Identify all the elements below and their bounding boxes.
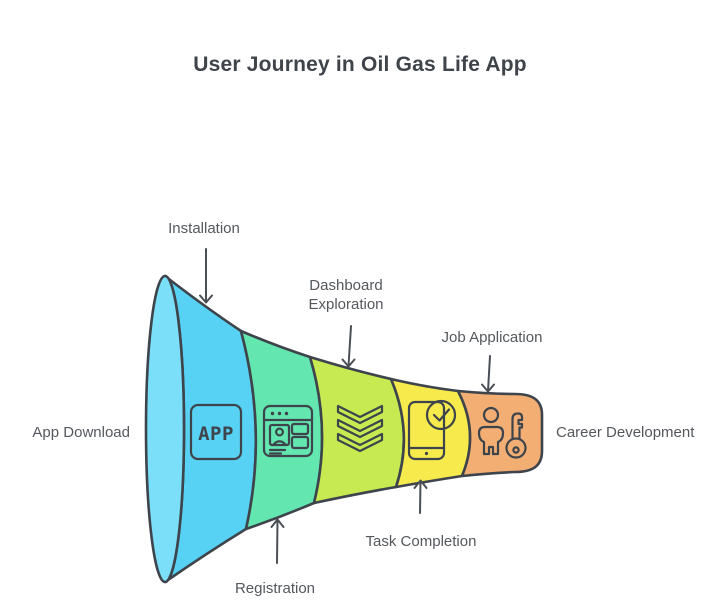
funnel-mouth-ellipse: [144, 274, 186, 584]
triple-chevron-down-icon: [336, 404, 384, 453]
arrow-dashboard-exploration: [341, 325, 356, 368]
label-task-completion: Task Completion: [365, 533, 477, 550]
funnel-segment-task-completion: [389, 377, 472, 489]
label-job-application: Job Application: [441, 329, 543, 346]
label-career-development: Career Development: [556, 424, 695, 441]
label-installation: Installation: [168, 220, 240, 237]
arrow-job-application: [481, 355, 495, 393]
label-app-download: App Download: [32, 424, 130, 441]
funnel-segment-job-application: [456, 389, 544, 478]
app-box-icon: APP: [189, 403, 243, 461]
browser-id-card-icon: [262, 404, 314, 458]
label-dashboard-exploration: Dashboard Exploration: [308, 277, 384, 313]
page-title: User Journey in Oil Gas Life App: [193, 53, 527, 76]
arrow-task-completion: [413, 479, 428, 514]
arrow-installation: [199, 248, 213, 304]
label-registration: Registration: [234, 580, 316, 597]
app-box-text: APP: [198, 423, 234, 445]
person-key-icon: [477, 406, 527, 459]
phone-check-icon: [407, 399, 457, 461]
arrow-registration: [270, 518, 285, 564]
